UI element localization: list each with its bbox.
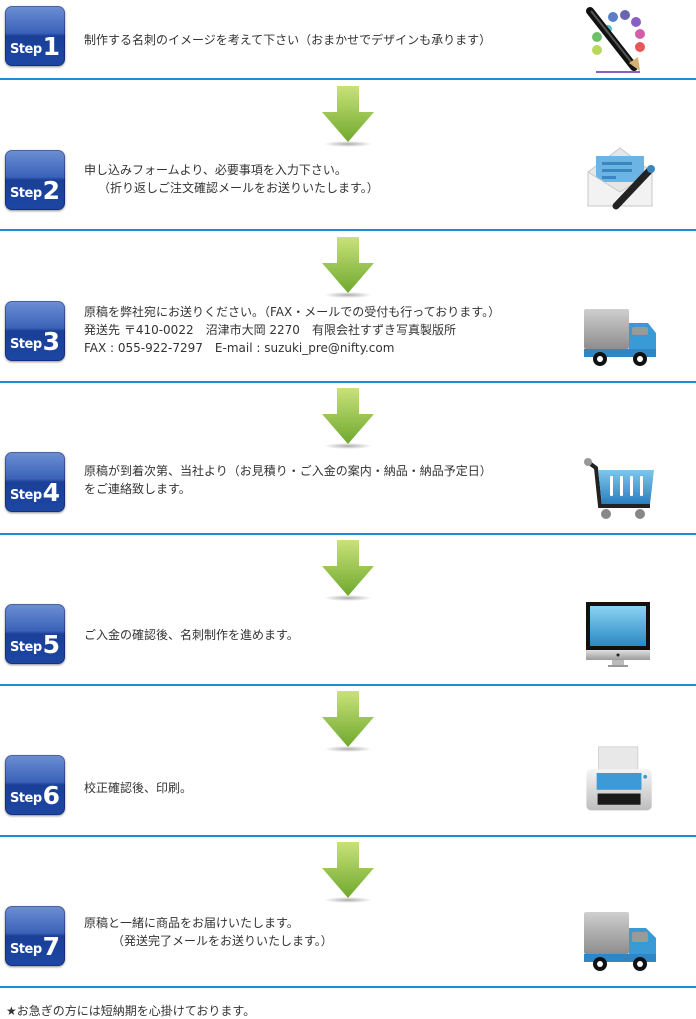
- step-line: 校正確認後、印刷。: [84, 781, 193, 795]
- step-number: 5: [42, 629, 61, 659]
- monitor-icon: [586, 602, 650, 667]
- step-word: Step: [9, 42, 42, 57]
- separator: [0, 986, 696, 988]
- delivery-truck-icon: [584, 309, 656, 366]
- step-word: Step: [9, 791, 42, 806]
- step-line: 申し込みフォームより、必要事項を入力下さい。: [84, 163, 347, 177]
- step-line: （発送完了メールをお送りいたします。）: [112, 934, 333, 948]
- step-word: Step: [9, 942, 42, 957]
- down-arrow-icon: [322, 540, 374, 601]
- step-number: 3: [42, 326, 61, 356]
- step-word: Step: [9, 640, 42, 655]
- step-line: 原稿を弊社宛にお送りください。（FAX・メールでの受付も行っております。）: [84, 305, 501, 319]
- step-line: （折り返しご注文確認メールをお送りいたします。）: [98, 181, 379, 195]
- step-word: Step: [9, 337, 42, 352]
- step-line: FAX : 055-922-7297 E-mail : suzuki_pre@n…: [84, 341, 395, 355]
- down-arrow-icon: [322, 691, 374, 752]
- envelope-pencil-icon: [587, 147, 655, 210]
- step-number: 6: [42, 780, 61, 810]
- step-number: 7: [42, 931, 61, 961]
- step-description: 原稿を弊社宛にお送りください。（FAX・メールでの受付も行っております。） 発送…: [84, 303, 500, 357]
- down-arrow-icon: [322, 86, 374, 147]
- step-description: 原稿が到着次第、当社より（お見積り・ご入金の案内・納品・納品予定日） をご連絡致…: [84, 462, 492, 498]
- step-number: 2: [42, 175, 61, 205]
- step-description: 申し込みフォームより、必要事項を入力下さい。 （折り返しご注文確認メールをお送り…: [84, 161, 379, 197]
- step-number: 4: [42, 477, 61, 507]
- step-word: Step: [9, 488, 42, 503]
- pencil-palette-icon: [586, 7, 645, 73]
- separator: [0, 684, 696, 686]
- footer-note: ★お急ぎの方には短納期を心掛けております。: [6, 1004, 256, 1018]
- step-line: 原稿が到着次第、当社より（お見積り・ご入金の案内・納品・納品予定日）: [84, 464, 492, 478]
- down-arrow-icon: [322, 237, 374, 298]
- step-line: 原稿と一緒に商品をお届けいたします。: [84, 916, 299, 930]
- separator: [0, 229, 696, 231]
- step-line: をご連絡致します。: [84, 482, 191, 496]
- step-line: 制作する名刺のイメージを考えて下さい（おまかせでデザインも承ります）: [84, 33, 492, 47]
- step-description: 原稿と一緒に商品をお届けいたします。 （発送完了メールをお送りいたします。）: [84, 914, 333, 950]
- separator: [0, 381, 696, 383]
- step-description: 制作する名刺のイメージを考えて下さい（おまかせでデザインも承ります）: [84, 31, 491, 49]
- step-line: 発送先 〒410-0022 沼津市大岡 2270 有限会社すずき写真製版所: [84, 323, 456, 337]
- down-arrow-icon: [322, 842, 374, 903]
- separator: [0, 78, 696, 80]
- delivery-truck-icon: [584, 912, 656, 971]
- step-description: 校正確認後、印刷。: [84, 779, 192, 797]
- separator: [0, 533, 696, 535]
- step-line: ご入金の確認後、名刺制作を進めます。: [84, 628, 299, 642]
- down-arrow-icon: [322, 388, 374, 449]
- separator: [0, 835, 696, 837]
- shopping-cart-icon: [584, 458, 654, 519]
- printer-icon: [586, 746, 652, 811]
- step-word: Step: [9, 186, 42, 201]
- step-number: 1: [42, 31, 61, 61]
- step-description: ご入金の確認後、名刺制作を進めます。: [84, 626, 299, 644]
